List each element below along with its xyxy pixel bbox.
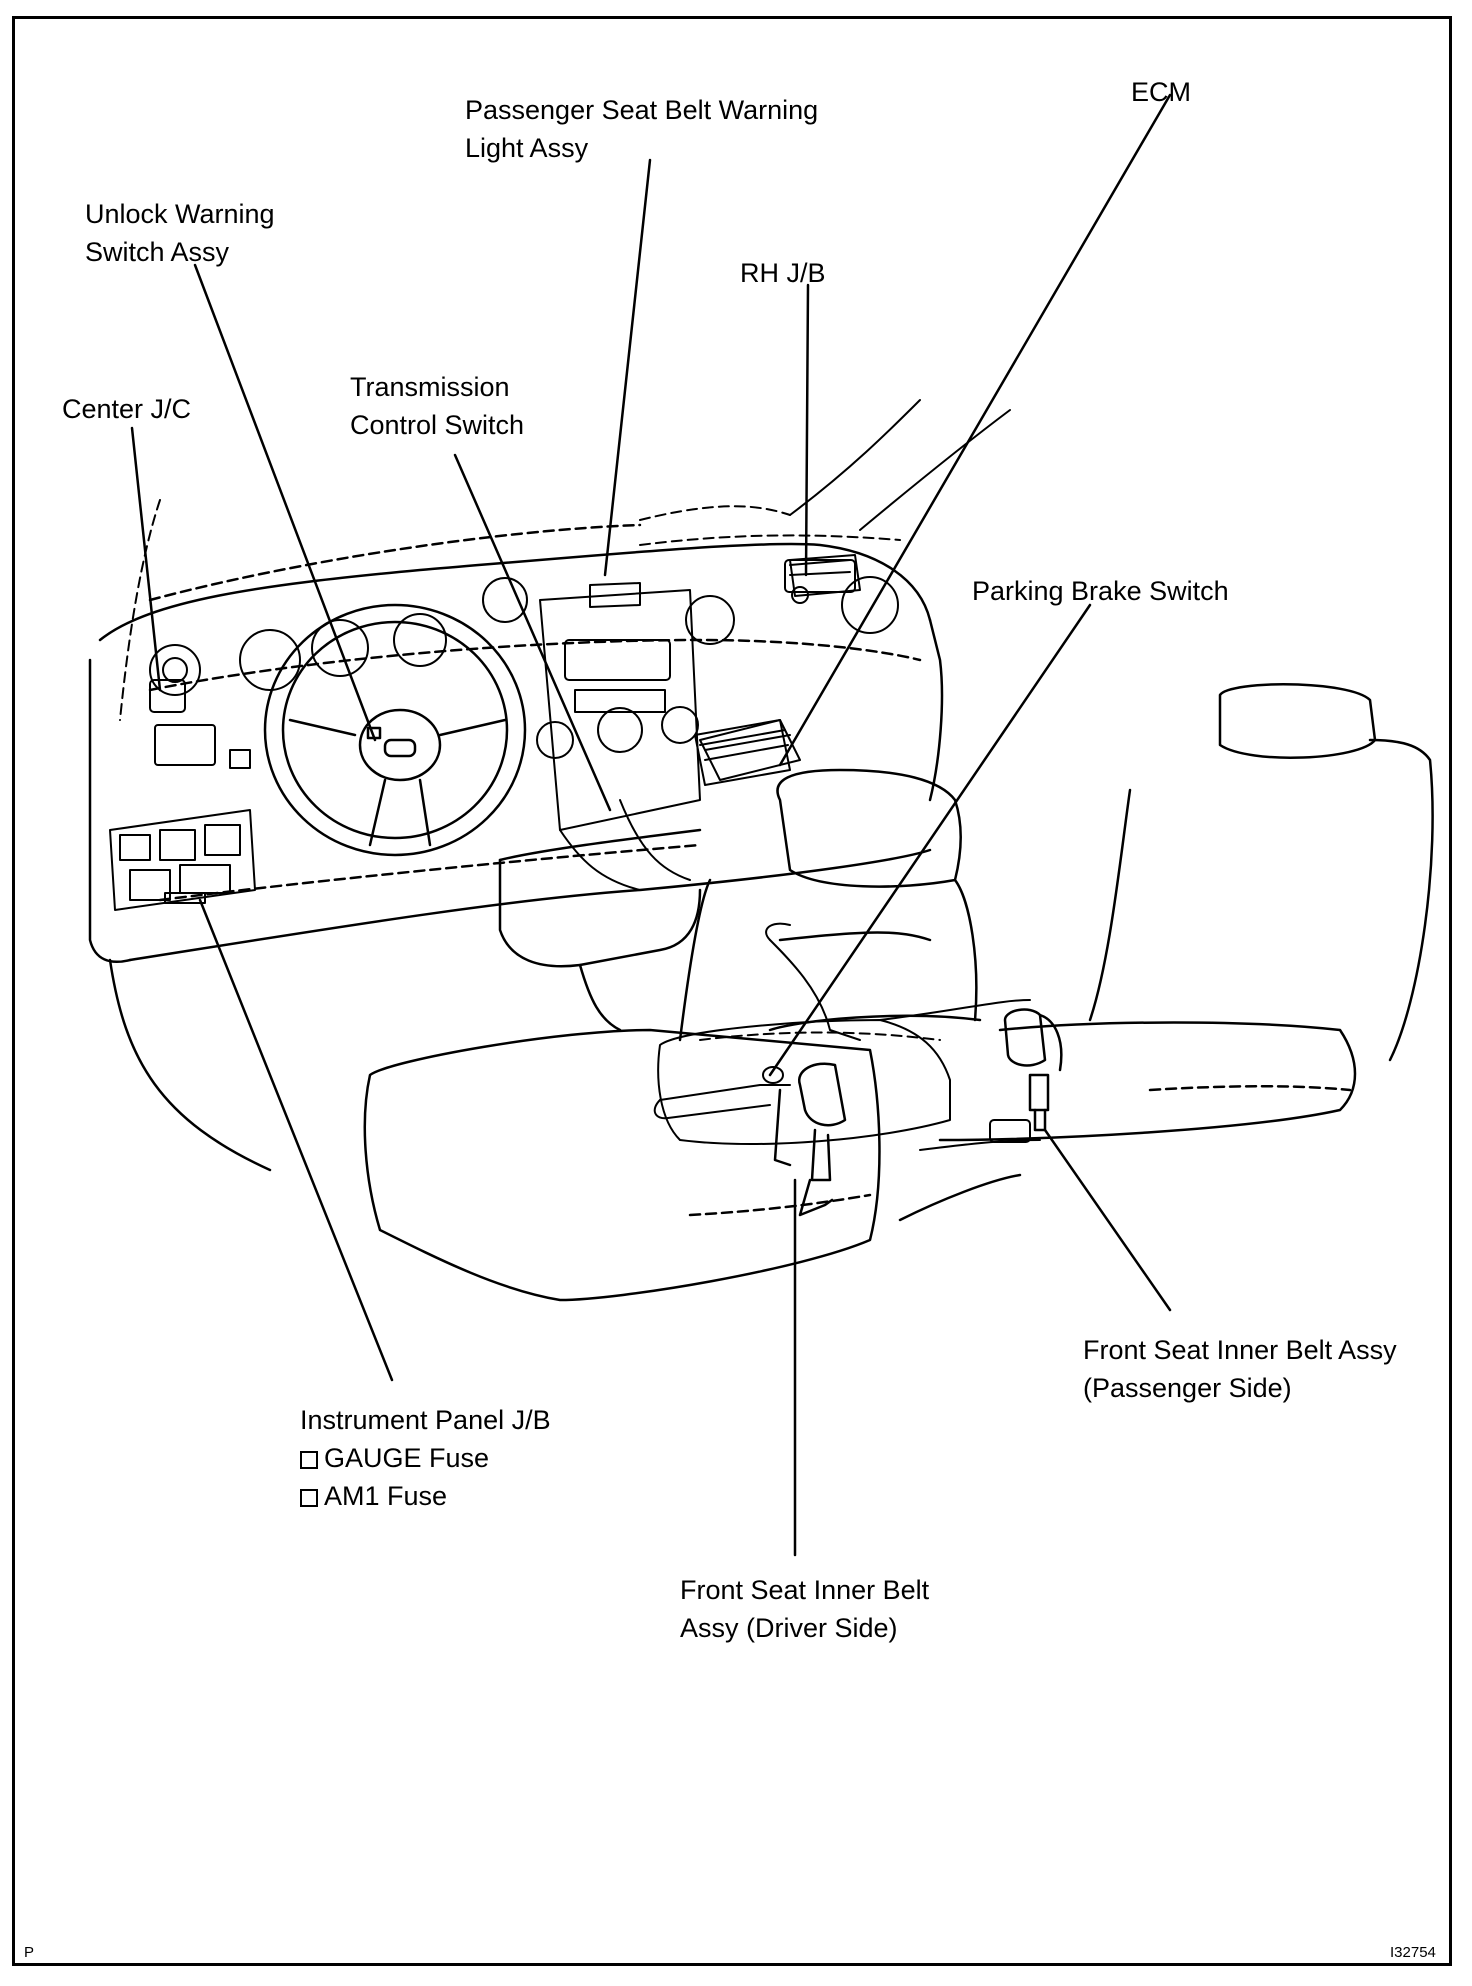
leader-passenger-warning-light [603,158,652,577]
label-transmission-control-switch: Transmission Control Switch [350,372,525,440]
label-parking-brake-switch: Parking Brake Switch [972,576,1229,606]
corner-mark-left: P [24,1944,35,1961]
leader-lines [130,93,1172,1557]
passenger-seat [898,683,1434,1222]
label-unlock-warning-switch: Unlock Warning Switch Assy [85,199,275,267]
label-rh-jb: RH J/B [740,258,826,288]
label-center-jc: Center J/C [62,394,192,424]
label-ecm: ECM [1131,77,1191,107]
windshield-outline [119,499,791,721]
passenger-console [879,999,1041,1151]
leader-transmission-control-switch [453,453,612,812]
leader-instrument-panel-jb [198,898,394,1382]
instrument-cluster [149,613,447,696]
leader-parking-brake-switch [768,603,1092,1077]
dashboard-outline [88,523,944,1172]
driver-seat [363,768,982,1302]
passenger-belt-buckle [1003,1008,1063,1132]
center-stack [482,576,899,891]
leader-passenger-belt [1043,1128,1172,1312]
fuse-box-icon [300,1489,318,1507]
leader-unlock-warning-switch [193,263,377,742]
a-pillar-right [789,399,921,516]
fuse-item-gauge: GAUGE Fuse [300,1439,551,1477]
right-dash [639,534,901,781]
fuse-box-icon [300,1451,318,1469]
diagram-frame [12,16,1452,1966]
rh-jb-box [789,554,861,604]
label-passenger-warning-light: Passenger Seat Belt Warning Light Assy [465,95,819,163]
label-driver-belt: Front Seat Inner Belt Assy (Driver Side) [680,1575,930,1643]
label-passenger-belt: Front Seat Inner Belt Assy (Passenger Si… [1083,1335,1397,1403]
left-panel-components [109,679,256,911]
leader-ecm [778,93,1172,767]
floor-console [653,922,951,1145]
driver-belt-buckle [773,1062,847,1217]
ecm-box [694,719,791,786]
figure-id: I32754 [1390,1944,1436,1961]
leader-center-jc [130,426,162,692]
label-instrument-panel-jb: Instrument Panel J/B GAUGE Fuse AM1 Fuse [300,1401,551,1515]
leader-rh-jb [804,283,810,577]
center-console [498,828,702,1032]
steering-wheel [263,603,527,857]
fuse-item-am1: AM1 Fuse [300,1477,551,1515]
